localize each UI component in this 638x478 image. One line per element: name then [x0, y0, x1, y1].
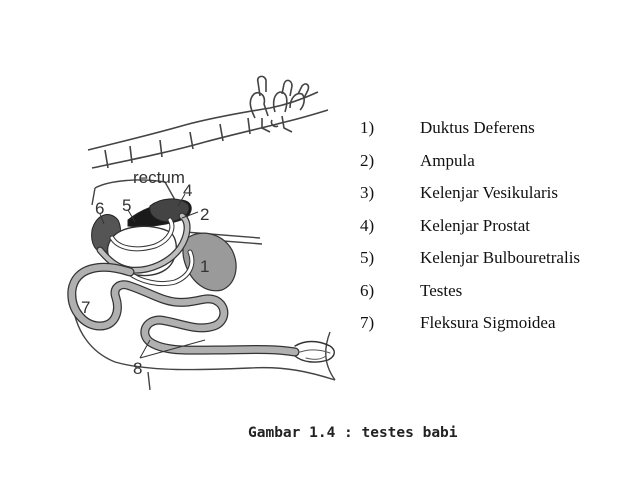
legend-item: 7) Fleksura Sigmoidea	[360, 313, 630, 346]
legend-number: 7)	[360, 313, 375, 332]
reproductive-tract	[67, 212, 335, 363]
legend-item: 2) Ampula	[360, 151, 630, 184]
legend-text: Ampula	[420, 150, 475, 170]
label-7: 7	[81, 298, 90, 317]
legend-number: 6)	[360, 280, 375, 300]
legend-number: 4)	[360, 215, 375, 235]
legend-number: 5)	[360, 248, 375, 267]
legend-text: Kelenjar Bulbouretralis	[420, 248, 581, 267]
legend-item: 6) Testes	[360, 281, 630, 314]
legend-item: 5) Kelenjar Bulbouretralis	[360, 248, 630, 281]
legend-item: 3) Kelenjar Vesikularis	[360, 183, 630, 216]
label-1: 1	[200, 257, 209, 276]
legend-text: Duktus Deferens	[420, 118, 535, 137]
label-8: 8	[133, 359, 142, 378]
vertebral-column	[87, 75, 329, 169]
pointer-lines	[99, 193, 206, 359]
testis-large-shape	[182, 232, 237, 292]
legend-list: 1) Duktus Deferens 2) Ampula 3) Kelenjar…	[360, 118, 630, 346]
label-6: 6	[95, 199, 104, 218]
label-5: 5	[122, 196, 131, 215]
label-2: 2	[200, 205, 209, 224]
legend-number: 3)	[360, 183, 375, 202]
figure-caption: Gambar 1.4 : testes babi	[248, 425, 458, 441]
legend-number: 1)	[360, 118, 375, 137]
legend-text: Fleksura Sigmoidea	[420, 313, 556, 332]
label-4: 4	[183, 181, 192, 200]
legend-text: Kelenjar Vesikularis	[420, 183, 559, 202]
legend-text: Testes	[420, 280, 463, 300]
legend-text: Kelenjar Prostat	[420, 215, 530, 235]
legend-number: 2)	[360, 150, 375, 170]
label-rectum: rectum	[133, 168, 185, 187]
legend-item: 4) Kelenjar Prostat	[360, 216, 630, 249]
legend-item: 1) Duktus Deferens	[360, 118, 630, 151]
